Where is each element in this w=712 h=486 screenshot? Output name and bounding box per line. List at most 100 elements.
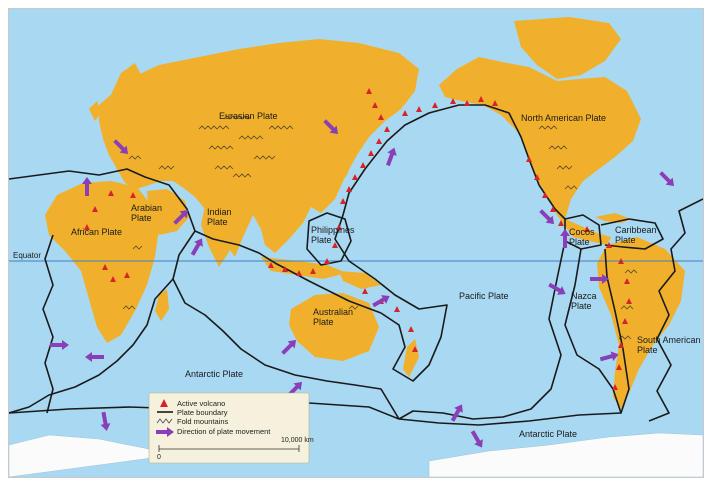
movement-arrow xyxy=(85,352,104,362)
volcano-marker xyxy=(618,258,624,264)
movement-arrow xyxy=(599,351,619,362)
movement-arrow xyxy=(281,339,297,355)
volcano-marker xyxy=(110,276,116,282)
plate-label-pacific: Pacific Plate xyxy=(459,291,509,301)
fold-mark xyxy=(268,125,294,130)
madagascar xyxy=(155,289,169,321)
greenland xyxy=(514,17,621,79)
volcano-marker xyxy=(626,298,632,304)
legend-item-fold: Fold mountains xyxy=(156,417,229,426)
indonesia xyxy=(261,257,347,279)
boundary-caribbean xyxy=(600,218,664,250)
volcano-marker xyxy=(340,198,346,204)
legend-label: Direction of plate movement xyxy=(177,427,271,436)
boundary-north-atlantic xyxy=(9,168,382,314)
movement-arrow xyxy=(113,139,129,155)
volcano-marker xyxy=(432,102,438,108)
movement-arrow xyxy=(50,340,69,350)
volcano-marker xyxy=(408,326,414,332)
volcano-marker xyxy=(366,88,372,94)
movement-arrow xyxy=(548,282,566,295)
scandinavia xyxy=(109,63,143,109)
volcano-marker xyxy=(296,270,302,276)
legend-label: Fold mountains xyxy=(177,417,229,426)
fold-mark xyxy=(556,165,573,170)
volcano-marker xyxy=(450,98,456,104)
movement-arrow xyxy=(590,274,609,284)
volcano-marker xyxy=(102,264,108,270)
fold-mountains-icon xyxy=(156,418,173,424)
volcano-marker xyxy=(130,192,136,198)
volcano-marker xyxy=(84,224,90,230)
plate-label-north-american: North American Plate xyxy=(521,113,606,123)
equator-label: Equator xyxy=(13,251,41,260)
volcano-marker xyxy=(618,342,624,348)
movement-arrow xyxy=(173,209,189,225)
plate-label-eurasian: Eurasian Plate xyxy=(219,111,278,121)
fold-mark xyxy=(132,245,143,250)
volcano-marker xyxy=(606,242,612,248)
movement-arrow xyxy=(190,238,203,256)
movement-arrow xyxy=(372,295,390,308)
new-guinea xyxy=(339,271,381,289)
fold-mark xyxy=(232,173,252,178)
india xyxy=(201,205,239,267)
volcano-marker xyxy=(372,102,378,108)
plate-label-antarctic-west: Antarctic Plate xyxy=(185,369,243,379)
volcano-marker xyxy=(376,138,382,144)
volcano-marker xyxy=(616,364,622,370)
volcano-marker xyxy=(492,100,498,106)
volcano-marker xyxy=(558,220,564,226)
volcano-marker xyxy=(622,318,628,324)
volcano-marker xyxy=(368,150,374,156)
fold-mark xyxy=(564,185,578,190)
plate-boundaries xyxy=(9,104,703,426)
eurasia xyxy=(99,39,419,257)
legend-item-boundary: Plate boundary xyxy=(157,408,228,417)
world-plate-map: Equator Eurasian Plate North American Pla… xyxy=(8,8,704,478)
fold-mark xyxy=(538,125,558,130)
fold-mark xyxy=(128,155,142,160)
fold-mark xyxy=(253,155,276,160)
volcano-marker xyxy=(584,226,590,232)
fold-mark xyxy=(198,125,230,130)
scale-bar: 0 10,000 km xyxy=(157,437,314,461)
antarctica-west-coast xyxy=(428,432,703,477)
volcano-marker xyxy=(412,346,418,352)
volcano-triangle-icon xyxy=(160,399,168,407)
volcano-marker xyxy=(378,114,384,120)
fold-mark xyxy=(158,165,175,170)
fold-mark xyxy=(214,165,234,170)
movement-arrow xyxy=(323,119,339,135)
africa xyxy=(45,181,159,343)
boundary-southwest-indian xyxy=(9,278,174,414)
fold-mark xyxy=(238,135,264,140)
volcano-marker xyxy=(464,100,470,106)
boundary-south-atlantic xyxy=(42,234,54,414)
fold-mark xyxy=(348,305,359,310)
north-america xyxy=(439,57,641,245)
movement-arrow xyxy=(539,209,555,225)
volcano-marker xyxy=(534,174,540,180)
scale-start-label: 0 xyxy=(157,454,161,461)
boundary-antarctic xyxy=(9,402,622,426)
plate-label-antarctic-east: Antarctic Plate xyxy=(519,429,577,439)
volcano-marker xyxy=(526,156,532,162)
fold-mark xyxy=(624,269,638,274)
movement-arrow xyxy=(100,411,111,431)
active-volcanoes xyxy=(84,88,632,390)
volcano-marker xyxy=(310,268,316,274)
movement-arrow xyxy=(659,171,675,187)
legend-label: Active volcano xyxy=(177,399,225,408)
movement-arrow xyxy=(560,229,570,248)
arabia xyxy=(147,189,189,235)
boundary-east-pacific-rise xyxy=(398,240,566,420)
volcano-marker xyxy=(336,224,342,230)
